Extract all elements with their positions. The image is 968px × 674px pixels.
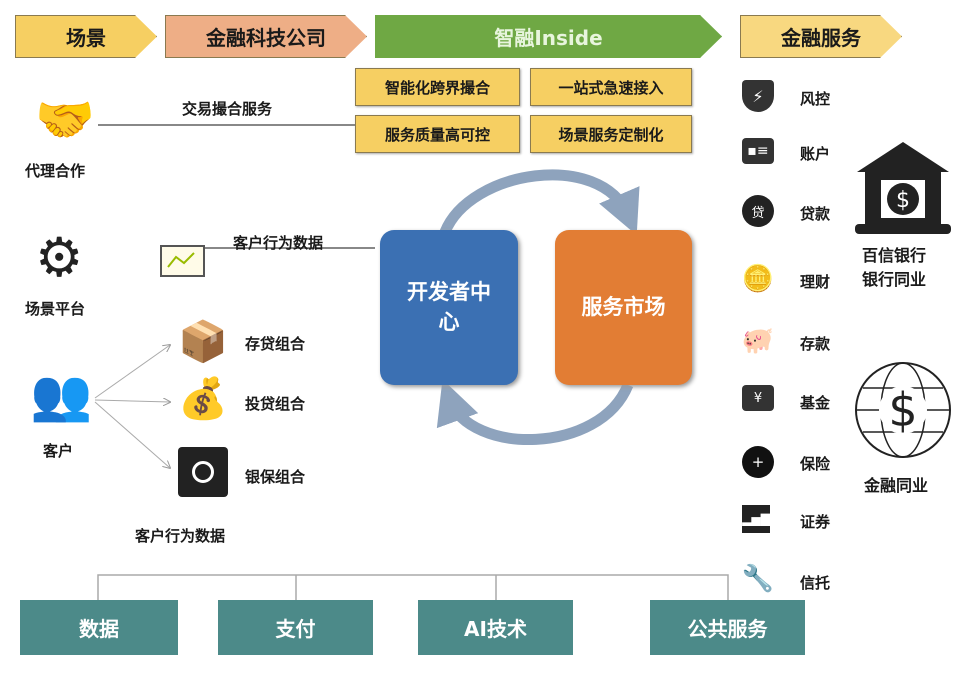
service-label: 基金: [800, 394, 831, 412]
finance-peer-label: 金融同业: [864, 476, 929, 495]
service-label: 存款: [800, 335, 831, 353]
svg-text:$: $: [896, 188, 910, 213]
svg-text:$: $: [888, 383, 917, 437]
feature-box: 智能化跨界撮合: [355, 68, 520, 106]
bank-label-1: 百信银行: [862, 246, 927, 265]
developer-center: 开发者中心: [380, 230, 518, 385]
service-label: 理财: [800, 273, 831, 291]
coins-icon: 🪙: [741, 264, 775, 294]
bottom-bracket: [97, 574, 729, 600]
behavior-data-label: 客户行为数据: [233, 234, 324, 252]
header-financial-services: 金融服务: [740, 15, 902, 58]
stock-chart-icon: ▂▅▇: [742, 505, 770, 533]
service-market: 服务市场: [555, 230, 692, 385]
behavior-data-label-2: 客户行为数据: [135, 527, 226, 545]
platform-label: 场景平台: [25, 300, 86, 318]
header-scene: 场景: [15, 15, 157, 58]
feature-box: 服务质量高可控: [355, 115, 520, 153]
service-label: 风控: [800, 90, 831, 108]
customer-label: 客户: [43, 442, 74, 460]
combo-label: 银保组合: [245, 468, 306, 486]
handshake-icon: 🤝: [35, 92, 95, 148]
globe-dollar-icon: $: [855, 362, 951, 458]
cycle-arrow-bottom: [436, 379, 634, 446]
cycle-arrow-top: [439, 169, 640, 236]
service-label: 账户: [800, 145, 831, 163]
safe-icon: [178, 447, 228, 497]
users-icon: 👥: [30, 366, 93, 424]
service-label: 证券: [800, 513, 831, 531]
shield-bolt-icon: ⚡: [742, 80, 774, 112]
service-label: 保险: [800, 455, 831, 473]
service-label: 贷款: [800, 205, 831, 223]
bank-label-2: 银行同业: [862, 270, 927, 289]
chart-board-icon: [160, 245, 205, 277]
agent-label: 代理合作: [25, 162, 86, 180]
id-card-icon: ▪≡: [742, 138, 774, 164]
money-bag-icon: 💰: [178, 376, 228, 422]
bank-icon: $: [855, 142, 951, 234]
wrench-icon: 🔧: [741, 564, 775, 594]
gear-globe-icon: ⚙: [35, 226, 84, 289]
loan-clock-icon: 贷: [742, 195, 774, 227]
service-label: 信托: [800, 574, 831, 592]
match-service-label: 交易撮合服务: [182, 100, 273, 118]
combo-label: 投贷组合: [245, 395, 306, 413]
bottom-ai: AI技术: [418, 600, 573, 655]
feature-box: 场景服务定制化: [530, 115, 692, 153]
feature-box: 一站式急速接入: [530, 68, 692, 106]
blocks-icon: 📦: [178, 319, 228, 365]
piggy-bank-icon: 🐖: [741, 326, 775, 356]
fund-wallet-icon: ¥: [742, 385, 774, 411]
bottom-data: 数据: [20, 600, 178, 655]
combo-label: 存贷组合: [245, 335, 306, 353]
bottom-payment: 支付: [218, 600, 373, 655]
header-inside: 智融Inside: [375, 15, 722, 58]
insurance-shield-icon: +: [742, 446, 774, 478]
header-fintech-company: 金融科技公司: [165, 15, 367, 58]
bottom-public-service: 公共服务: [650, 600, 805, 655]
